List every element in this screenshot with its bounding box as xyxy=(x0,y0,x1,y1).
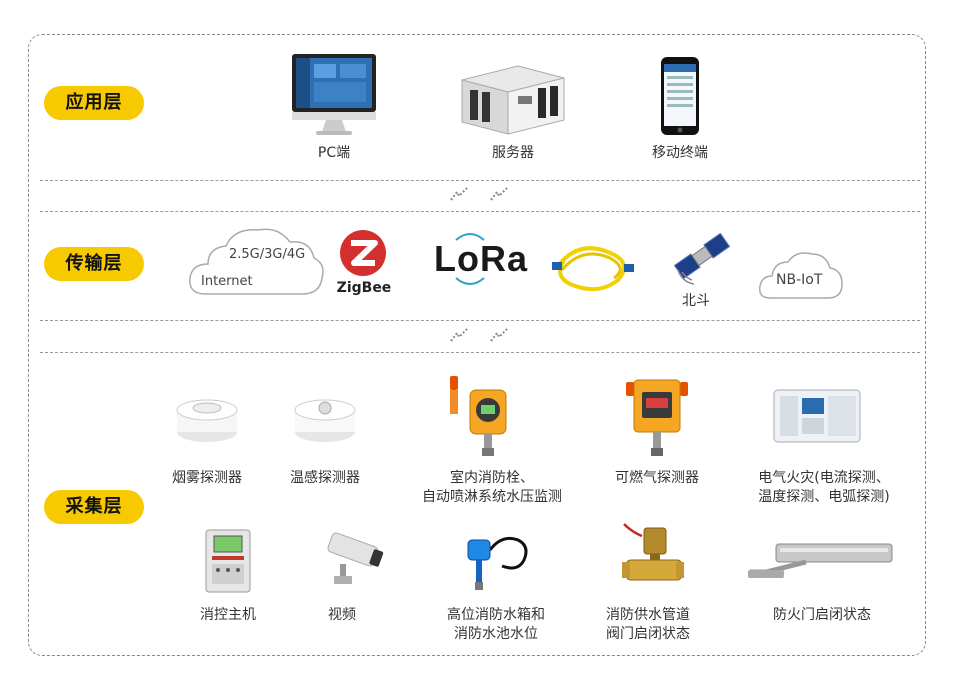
wireless-link-icon xyxy=(490,187,508,201)
application-layer-badge: 应用层 xyxy=(44,86,144,120)
fiber-optic-cable-icon xyxy=(552,246,634,292)
fire-door-status-label: 防火门启闭状态 xyxy=(773,607,871,623)
beidou-satellite-icon xyxy=(673,232,731,285)
fire-control-host-icon xyxy=(205,529,251,593)
heat-detector-icon xyxy=(294,399,356,442)
lora-logo-text: LoRa xyxy=(434,238,528,279)
valve-status-line1: 消防供水管道 xyxy=(606,607,690,623)
gas-detector-icon xyxy=(626,379,688,456)
water-level-sensor-icon xyxy=(467,536,528,590)
gas-detector-label: 可燃气探测器 xyxy=(615,470,699,486)
collection-layer-badge: 采集层 xyxy=(44,490,144,524)
divider-app-transport-bottom xyxy=(40,211,920,212)
mobile-phone-icon xyxy=(661,57,699,135)
electrical-fire-line2: 温度探测、电弧探测) xyxy=(758,489,890,505)
smoke-detector-icon xyxy=(176,399,238,442)
wireless-link-icon xyxy=(490,328,508,342)
heat-detector-label: 温感探测器 xyxy=(290,470,360,486)
internet-label: Internet xyxy=(201,274,253,289)
zigbee-label: ZigBee xyxy=(336,280,392,296)
zigbee-logo-icon xyxy=(340,230,386,276)
fire-control-host-label: 消控主机 xyxy=(200,607,256,623)
nbiot-label: NB-IoT xyxy=(776,272,823,288)
pc-monitor-icon xyxy=(292,54,376,135)
transport-layer-badge: 传输层 xyxy=(44,247,144,281)
electrical-fire-monitor-icon xyxy=(773,389,861,443)
valve-status-line2: 阀门启闭状态 xyxy=(606,626,690,642)
cellular-internet-cloud-icon xyxy=(189,228,324,295)
lora-signal-bottom-icon xyxy=(455,277,485,285)
electrical-fire-line1: 电气火灾(电流探测、 xyxy=(758,470,890,486)
divider-transport-collection-bottom xyxy=(40,352,920,353)
divider-app-transport-top xyxy=(40,180,920,181)
pressure-monitor-line1: 室内消防栓、 xyxy=(450,470,534,486)
water-tank-line2: 消防水池水位 xyxy=(454,626,538,642)
wireless-link-icon xyxy=(450,187,468,201)
pc-label: PC端 xyxy=(317,145,351,161)
water-pressure-transmitter-icon xyxy=(450,376,507,456)
diagram-frame xyxy=(28,34,926,656)
video-camera-icon xyxy=(327,532,384,584)
solenoid-valve-icon xyxy=(622,523,684,581)
pressure-monitor-line2: 自动喷淋系统水压监测 xyxy=(422,489,562,505)
divider-transport-collection-top xyxy=(40,320,920,321)
water-tank-line1: 高位消防水箱和 xyxy=(447,607,545,623)
nbiot-cloud-icon xyxy=(758,252,843,299)
server-label: 服务器 xyxy=(492,145,534,161)
lora-signal-top-icon xyxy=(455,233,485,241)
wireless-link-icon xyxy=(450,328,468,342)
video-label: 视频 xyxy=(328,607,356,623)
door-closer-icon xyxy=(748,543,893,578)
server-room-icon xyxy=(461,65,565,135)
smoke-detector-label: 烟雾探测器 xyxy=(172,470,242,486)
cellular-label: 2.5G/3G/4G xyxy=(229,247,306,262)
beidou-label: 北斗 xyxy=(682,293,710,309)
mobile-terminal-label: 移动终端 xyxy=(652,145,708,161)
